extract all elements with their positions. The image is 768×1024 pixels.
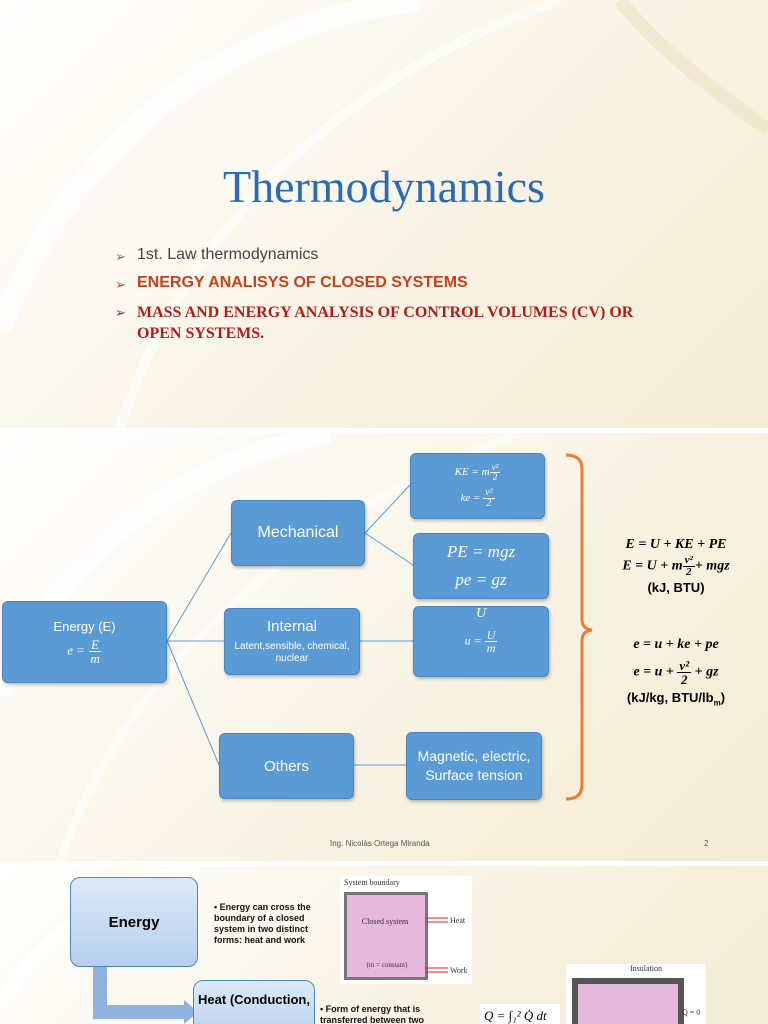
others-box: Others	[219, 733, 354, 799]
mass-constant-label: (m = constant)	[366, 961, 408, 969]
potential-energy-box: PE = mgz pe = gz	[413, 533, 549, 599]
bullet-text: 1st. Law thermodynamics	[137, 246, 319, 263]
heat-arrow-label: Heat	[450, 916, 466, 925]
bullet-text: MASS AND ENERGY ANALYSIS OF CONTROL VOLU…	[137, 304, 634, 342]
energy-label: Energy (E)	[53, 619, 116, 634]
bullet-2: ➢ ENERGY ANALISYS OF CLOSED SYSTEMS	[115, 274, 468, 293]
bullet-1: ➢ 1st. Law thermodynamics	[115, 246, 318, 265]
others-detail-text: Magnetic, electric, Surface tension	[417, 748, 531, 783]
insulation-wall	[572, 978, 684, 1024]
bullet-3: ➢ MASS AND ENERGY ANALYSIS OF CONTROL VO…	[115, 302, 677, 344]
slide-title-text: Thermodynamics	[223, 161, 545, 212]
curly-brace	[565, 453, 593, 801]
footer-author: Ing. Nicolás Ortega Miranda	[330, 839, 430, 848]
pe-equation: PE = mgz	[446, 542, 516, 561]
heat-concept-box: Heat (Conduction,	[193, 980, 315, 1024]
system-boundary-caption: System boundary	[344, 878, 400, 887]
units-total: (kJ, BTU)	[647, 580, 705, 595]
work-arrow-label: Work	[450, 966, 468, 975]
pe-specific-equation: pe = gz	[455, 570, 507, 589]
arrow-bullet-icon: ➢	[115, 305, 126, 320]
bullet-text: ENERGY ANALISYS OF CLOSED SYSTEMS	[137, 274, 468, 291]
background-swoosh	[0, 0, 768, 428]
others-detail-box: Magnetic, electric, Surface tension	[406, 732, 542, 800]
closed-system-label: Closed system	[361, 917, 409, 926]
slide-energy-transfer: Energy • Energy can cross the boundary o…	[0, 866, 768, 1024]
heat-description: • Form of energy that is transferred bet…	[320, 1004, 425, 1024]
heat-equation: Q = ∫₁² Q̇ dt	[480, 1004, 560, 1024]
u-label: U	[475, 606, 487, 621]
insulation-label: Insulation	[630, 964, 662, 973]
closed-system-diagram: System boundary Closed system (m = const…	[340, 876, 472, 984]
heat-work-arrows-icon	[426, 917, 448, 973]
page-number: 2	[704, 839, 709, 848]
internal-box: Internal Latent,sensible, chemical, nucl…	[224, 608, 360, 675]
energy-concept-box: Energy	[70, 877, 198, 967]
internal-label: Internal	[266, 618, 318, 635]
q-zero-label: Q = 0	[682, 1008, 701, 1017]
units-specific: (kJ/kg, BTU/lbm)	[626, 690, 726, 708]
system-boundary: Closed system (m = constant)	[344, 892, 428, 980]
arrow-bullet-icon: ➢	[115, 277, 126, 292]
adiabatic-diagram: Insulation Q = 0	[566, 964, 706, 1024]
others-label: Others	[263, 757, 309, 775]
mechanical-box: Mechanical	[231, 500, 365, 566]
mechanical-label: Mechanical	[257, 524, 339, 541]
formula-specific-energy: e = u + ke + pe	[633, 637, 719, 652]
arrow-bullet-icon: ➢	[115, 249, 126, 264]
internal-subtext: Latent,sensible, chemical, nuclear	[234, 641, 350, 664]
slide-title: Thermodynamics ➢ 1st. Law thermodynamics…	[0, 0, 768, 428]
energy-description: • Energy can cross the boundary of a clo…	[214, 902, 311, 945]
formula-total-energy: E = U + KE + PE	[625, 537, 727, 552]
